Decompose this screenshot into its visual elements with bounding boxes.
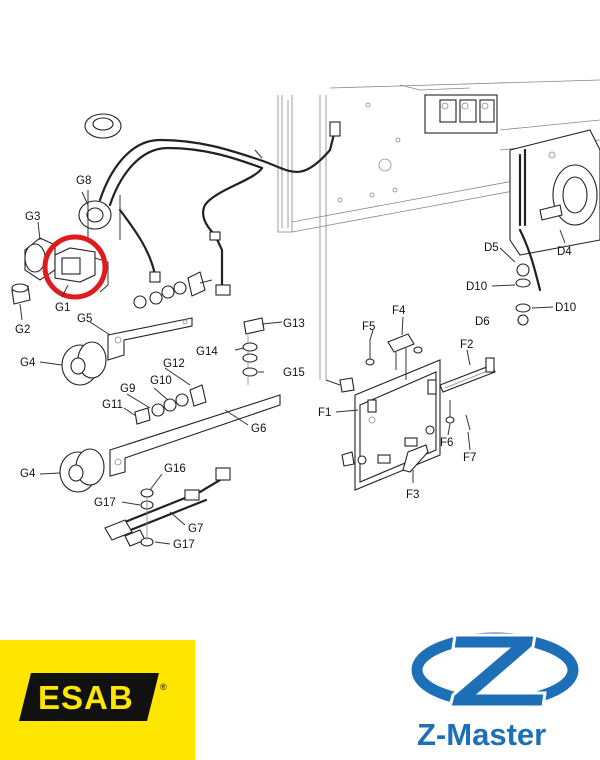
label-g1: G1 bbox=[55, 302, 70, 314]
label-g3: G3 bbox=[25, 211, 40, 223]
label-g5: G5 bbox=[77, 313, 92, 325]
leader-lines bbox=[19, 191, 566, 545]
part-f2 bbox=[439, 357, 496, 393]
label-g9: G9 bbox=[120, 383, 135, 395]
zmaster-emblem-icon bbox=[411, 632, 579, 709]
hardware-g13-g15 bbox=[242, 317, 283, 385]
zmaster-logo: Z-Master bbox=[405, 625, 595, 755]
label-d5: D5 bbox=[484, 242, 499, 254]
label-g8: G8 bbox=[76, 175, 91, 187]
zmaster-logo-text: Z-Master bbox=[417, 717, 547, 752]
label-f6: F6 bbox=[440, 437, 453, 449]
part-f1-board bbox=[339, 359, 441, 491]
part-g8 bbox=[78, 113, 122, 240]
esab-logo: ESAB ® bbox=[0, 640, 195, 760]
part-d4 bbox=[509, 129, 600, 256]
cabinet-frame bbox=[277, 79, 600, 386]
label-g7: G7 bbox=[188, 523, 203, 535]
label-g16: G16 bbox=[164, 463, 186, 475]
label-g4-upper: G4 bbox=[20, 357, 36, 369]
hardware-row-lower bbox=[134, 384, 207, 425]
part-g5 bbox=[107, 317, 193, 361]
label-g10: G10 bbox=[150, 375, 172, 387]
part-g3 bbox=[24, 237, 56, 281]
label-d10-right: D10 bbox=[555, 302, 576, 314]
part-g2 bbox=[11, 283, 31, 305]
wiring-harness bbox=[98, 121, 341, 296]
part-f3 bbox=[402, 444, 429, 473]
label-g13: G13 bbox=[283, 318, 305, 330]
label-g14: G14 bbox=[196, 346, 218, 358]
part-g1 bbox=[54, 247, 109, 293]
label-f2: F2 bbox=[460, 339, 473, 351]
label-g2: G2 bbox=[15, 324, 30, 336]
label-d4: D4 bbox=[557, 246, 572, 258]
part-g6 bbox=[109, 394, 281, 477]
hardware-d bbox=[515, 228, 542, 326]
label-f5: F5 bbox=[362, 321, 375, 333]
esab-logo-text: ESAB bbox=[38, 679, 134, 716]
label-d6: D6 bbox=[475, 316, 490, 328]
part-labels: G8 G3 G1 G2 G5 G4 G12 G10 G9 G11 G14 G13… bbox=[15, 175, 576, 551]
label-g11: G11 bbox=[102, 399, 123, 411]
hardware-row-upper bbox=[133, 271, 213, 309]
label-g6: G6 bbox=[251, 423, 266, 435]
registered-mark: ® bbox=[160, 682, 167, 692]
label-d10-left: D10 bbox=[466, 281, 487, 293]
highlight-circle bbox=[42, 234, 108, 300]
label-g4-lower: G4 bbox=[20, 468, 36, 480]
small-parts-f bbox=[365, 340, 471, 431]
label-g17-lower: G17 bbox=[173, 539, 195, 551]
label-g12: G12 bbox=[163, 358, 185, 370]
part-g4-upper bbox=[61, 341, 107, 386]
part-g4-lower bbox=[59, 448, 105, 493]
part-g7 bbox=[104, 467, 231, 547]
label-f1: F1 bbox=[318, 407, 331, 419]
label-f7: F7 bbox=[463, 452, 476, 464]
label-f4: F4 bbox=[392, 305, 406, 317]
label-f3: F3 bbox=[406, 489, 419, 501]
label-g15: G15 bbox=[283, 367, 305, 379]
part-f4 bbox=[387, 333, 415, 380]
label-g17-upper: G17 bbox=[94, 497, 116, 509]
